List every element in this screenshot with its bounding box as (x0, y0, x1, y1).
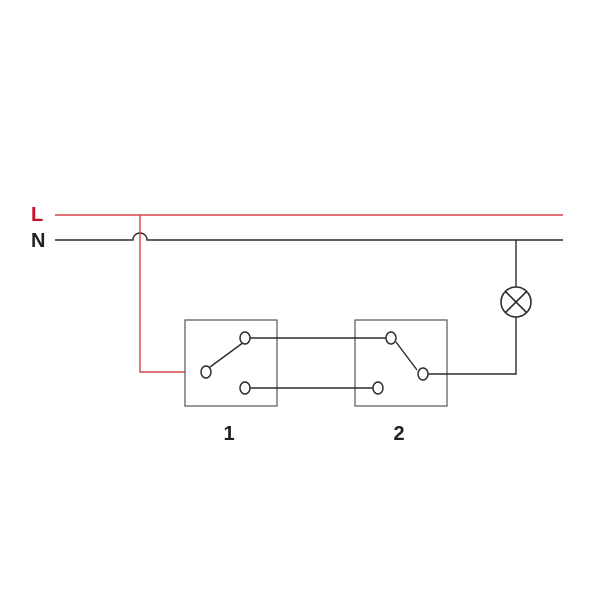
switch-2-box (354, 319, 448, 407)
switch-2-lever (395, 341, 418, 371)
switch-2-upper-terminal (385, 331, 397, 345)
switch-1-lever (209, 341, 245, 368)
lamp-icon (500, 286, 532, 318)
switch-1-box (184, 319, 278, 407)
live-drop-wire (139, 215, 206, 373)
switch-1-upper-terminal (239, 331, 251, 345)
live-line-label: L (31, 204, 43, 226)
switch-1-number: 1 (223, 423, 234, 445)
switch-1-lower-terminal (239, 381, 251, 395)
switched-live-wire (428, 317, 517, 375)
switch-1-common-terminal (200, 365, 212, 379)
neutral-line (55, 232, 563, 241)
switch-2-common-terminal (417, 367, 429, 381)
switch-2-number: 2 (393, 423, 404, 445)
neutral-line-label: N (31, 230, 45, 252)
switch-2-lower-terminal (372, 381, 384, 395)
